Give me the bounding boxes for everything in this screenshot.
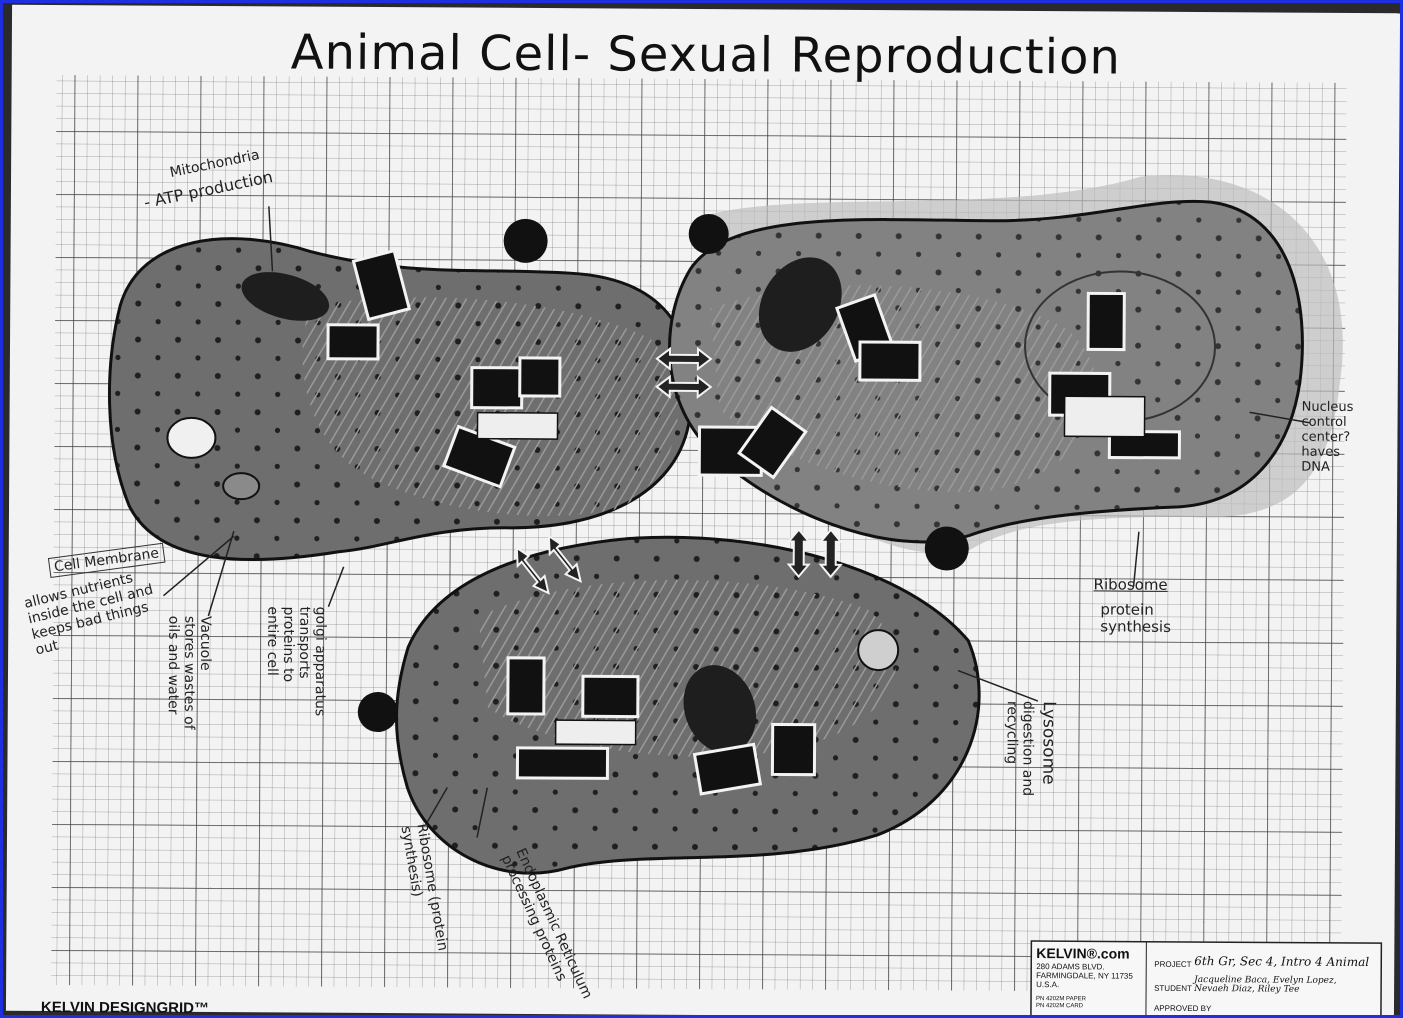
vacuole-left (167, 418, 215, 458)
organelle-blob (925, 526, 969, 570)
organelle-blob (689, 214, 729, 254)
footer-brand: KELVIN®.com (1036, 945, 1129, 962)
poster-title: Animal Cell- Sexual Reproduction (12, 23, 1400, 87)
footer-grid-brand: KELVIN DESIGNGRID™ (41, 999, 209, 1017)
footer-codes: PN 4202M PAPER PN 4202M CARD (1036, 996, 1086, 1009)
cell-bottom (396, 536, 981, 876)
organelle-blob (504, 219, 548, 263)
label-lysosome-desc: digestion and recycling (1003, 701, 1036, 796)
label-nucleus: Nucleus control center? haves DNA (1301, 401, 1353, 476)
label-vacuole: Vacuole stores wastes of oils and water (164, 616, 213, 730)
poster-sheet: Animal Cell- Sexual Reproduction Mitocho… (6, 5, 1400, 1018)
footer-project-value: 6th Gr, Sec 4, Intro 4 Animal (1194, 954, 1369, 969)
footer-approved-label: APPROVED BY (1154, 1004, 1211, 1013)
label-golgi: golgi apparatus transports proteins to e… (263, 606, 328, 716)
label-ribosome-right-desc: protein synthesis (1100, 601, 1171, 636)
footer-address: 280 ADAMS BLVD. FARMINGDALE, NY 11735 U.… (1036, 963, 1133, 990)
label-ribosome-right-name: Ribosome (1094, 576, 1168, 594)
footer-student-value: Jacqueline Baca, Evelyn Lopez, Nevaeh Di… (1194, 976, 1337, 996)
cell-top-right (668, 198, 1303, 544)
organelle-blob (358, 692, 398, 732)
footer-student-label: STUDENT (1154, 984, 1192, 993)
label-lysosome-name: Lysosome (1038, 701, 1058, 785)
footer-project-label: PROJECT (1154, 960, 1191, 969)
